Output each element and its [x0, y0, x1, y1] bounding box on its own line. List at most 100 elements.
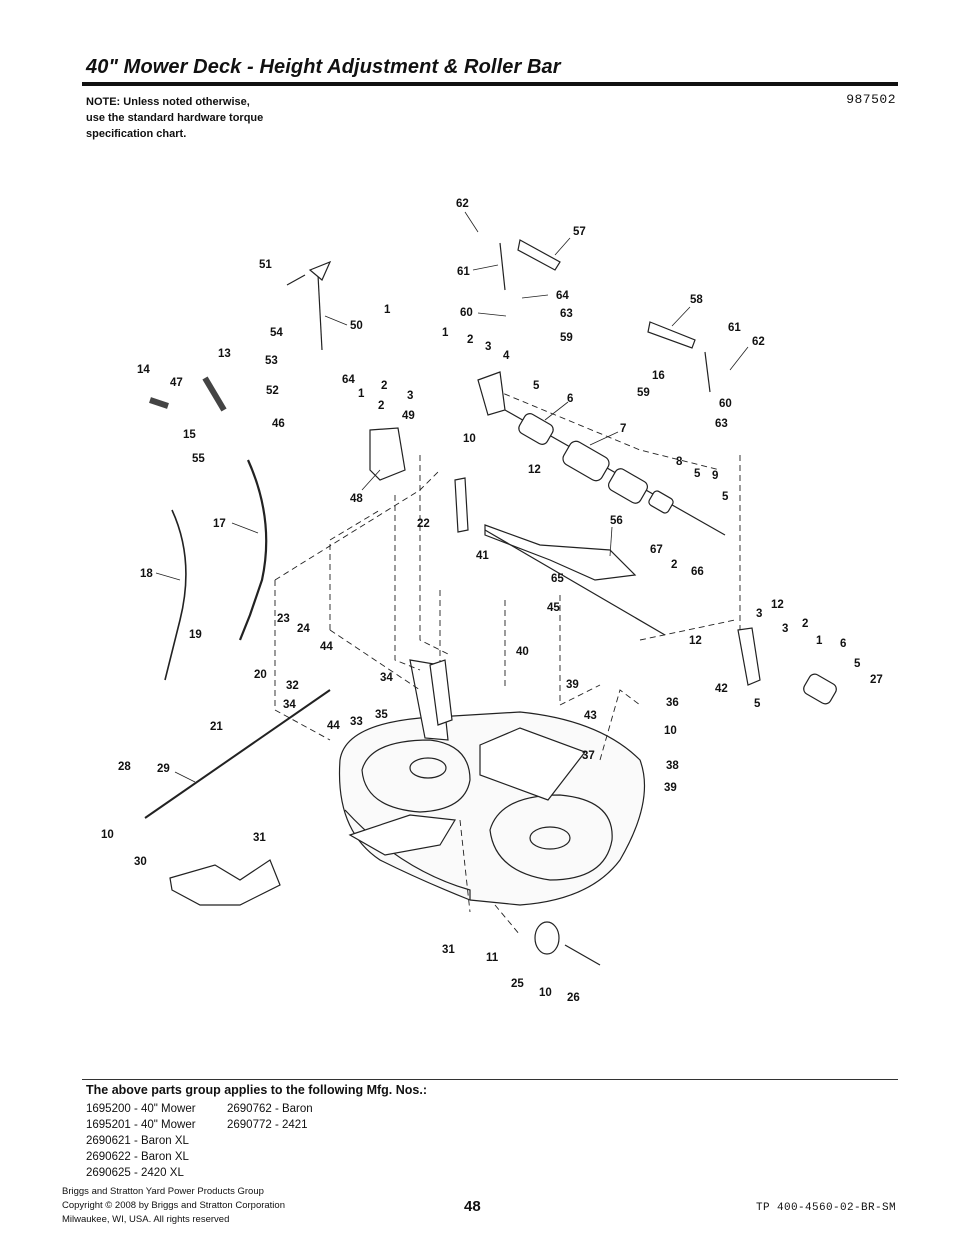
guide-line-15 [494, 389, 721, 471]
leader-62-right [729, 346, 749, 371]
mfg-column-2: 2690762 - Baron 2690772 - 2421 [227, 1101, 313, 1133]
right-hanger-bracket [737, 627, 761, 686]
part-callout-44: 44 [327, 720, 340, 732]
page-number: 48 [464, 1198, 481, 1215]
part-callout-12: 12 [771, 599, 784, 611]
guide-line-9 [559, 595, 601, 706]
part-callout-18: 18 [140, 568, 153, 580]
footer-company: Briggs and Stratton Yard Power Products … [62, 1186, 264, 1197]
part-callout-50: 50 [350, 320, 363, 332]
roller-3 [608, 468, 648, 504]
front-wheel [534, 921, 560, 955]
part-callout-56: 56 [610, 515, 623, 527]
leader-7 [589, 431, 619, 446]
part-callout-62: 62 [752, 336, 765, 348]
part-callout-27: 27 [870, 674, 883, 686]
guide-line-14 [459, 819, 471, 913]
part-callout-13: 13 [218, 348, 231, 360]
part-callout-34: 34 [380, 672, 393, 684]
leader-48 [361, 469, 381, 491]
part-callout-10: 10 [463, 433, 476, 445]
part-callout-57: 57 [573, 226, 586, 238]
deck-belt-cover [479, 727, 586, 801]
leader-62-top [464, 211, 479, 233]
part-callout-64: 64 [556, 290, 569, 302]
mfg-number: 1695201 - 40" Mower [86, 1119, 196, 1131]
left-hanger-bracket [454, 477, 469, 533]
part-callout-1: 1 [358, 388, 365, 400]
leader-6-mid [544, 401, 569, 421]
deck-left-spindle-ring [361, 739, 471, 813]
guide-line-4 [329, 629, 421, 691]
drawing-number: 987502 [846, 92, 896, 107]
leader-64-top [521, 294, 549, 299]
part-callout-31: 31 [253, 832, 266, 844]
part-callout-30: 30 [134, 856, 147, 868]
part-callout-55: 55 [192, 453, 205, 465]
part-callout-24: 24 [297, 623, 310, 635]
guide-line-2 [274, 469, 441, 581]
part-callout-58: 58 [690, 294, 703, 306]
part-callout-12: 12 [689, 635, 702, 647]
part-callout-7: 7 [620, 423, 626, 435]
part-callout-51: 51 [259, 259, 272, 271]
part-callout-5: 5 [722, 491, 729, 503]
part-callout-45: 45 [547, 602, 560, 614]
leader-58 [671, 306, 691, 327]
part-callout-34: 34 [283, 699, 296, 711]
part-callout-35: 35 [375, 709, 388, 721]
adjust-bracket [429, 659, 453, 726]
part-callout-66: 66 [691, 566, 704, 578]
footer-address: Milwaukee, WI, USA. All rights reserved [62, 1214, 230, 1225]
leader-61-top [472, 264, 499, 271]
applies-heading: The above parts group applies to the fol… [86, 1083, 427, 1097]
part-callout-61: 61 [457, 266, 470, 278]
part-callout-47: 47 [170, 377, 183, 389]
height-adjust-cable [164, 509, 187, 681]
part-callout-14: 14 [137, 364, 150, 376]
part-callout-4: 4 [503, 350, 510, 362]
part-callout-5: 5 [694, 468, 701, 480]
part-callout-32: 32 [286, 680, 299, 692]
applies-rule [82, 1079, 898, 1080]
pivot-plate [369, 427, 406, 481]
leader-18 [155, 572, 181, 581]
part-callout-2: 2 [467, 334, 473, 346]
part-callout-2: 2 [802, 618, 808, 630]
part-callout-21: 21 [210, 721, 223, 733]
part-callout-8: 8 [676, 456, 683, 468]
guide-line-6 [419, 455, 451, 656]
part-callout-65: 65 [551, 573, 564, 585]
part-callout-22: 22 [417, 518, 430, 530]
leader-17 [231, 522, 259, 534]
height-adjust-handle [238, 459, 268, 641]
part-callout-20: 20 [254, 669, 267, 681]
part-callout-39: 39 [664, 782, 677, 794]
part-callout-43: 43 [584, 710, 597, 722]
part-callout-6: 6 [567, 393, 573, 405]
part-callout-63: 63 [715, 418, 728, 430]
deck-bracket-left [348, 814, 456, 856]
part-callout-62: 62 [456, 198, 469, 210]
part-callout-25: 25 [511, 978, 524, 990]
page-title: 40" Mower Deck - Height Adjustment & Rol… [86, 56, 561, 78]
part-callout-12: 12 [528, 464, 541, 476]
mfg-number: 1695200 - 40" Mower [86, 1103, 196, 1115]
deck-left-spindle [409, 757, 447, 779]
part-callout-3: 3 [407, 390, 413, 402]
link-plate-58 [647, 321, 696, 349]
part-callout-19: 19 [189, 629, 202, 641]
deck-front-lip [344, 809, 471, 900]
diagram-svg: 6257516164506063159585412346162135316144… [101, 198, 883, 1004]
part-callout-5: 5 [854, 658, 861, 670]
part-callout-63: 63 [560, 308, 573, 320]
part-callout-46: 46 [272, 418, 285, 430]
part-callout-38: 38 [666, 760, 679, 772]
part-callout-2: 2 [671, 559, 677, 571]
leader-56 [609, 526, 613, 557]
upper-lift-rod [317, 274, 323, 351]
guide-line-13 [494, 904, 521, 936]
part-callout-1: 1 [816, 635, 823, 647]
pivot-bracket-50 [308, 260, 332, 281]
